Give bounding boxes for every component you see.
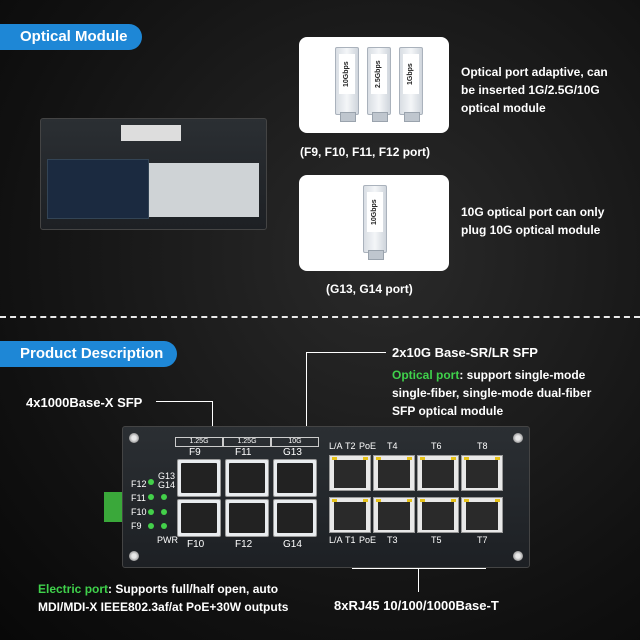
sfp-module-10g: 10Gbps — [363, 185, 387, 260]
status-led — [148, 494, 154, 500]
optical-port-text: : support single-mode — [459, 368, 586, 382]
product-description-heading: Product Description — [0, 341, 178, 367]
status-led — [148, 509, 154, 515]
sfp-module-label: 1Gbps — [403, 54, 419, 94]
sfp-module-1g: 1Gbps — [399, 47, 423, 122]
rj-label: T2 — [345, 441, 356, 451]
led-label-pwr: PWR — [157, 535, 178, 545]
optical-port-desc-line3: SFP optical module — [392, 404, 504, 418]
section-divider — [0, 316, 640, 318]
sfp-port-f11[interactable] — [225, 459, 269, 497]
led-label-f12: F12 — [131, 479, 147, 489]
led-label-f11: F11 — [131, 493, 146, 503]
electric-port-text: : Supports full/half open, auto — [108, 582, 279, 596]
optical-port-desc-line2: single-fiber, single-mode dual-fiber — [392, 386, 592, 400]
led-label-g14: G14 — [158, 480, 176, 490]
card1-desc-line2: be inserted 1G/2.5G/10G — [461, 83, 600, 97]
rj45-port-t6[interactable] — [417, 455, 459, 491]
led-label-f10: F10 — [131, 507, 147, 517]
sfp10g-title: 2x10G Base-SR/LR SFP — [392, 345, 538, 360]
electric-port-desc-line1: Electric port: Supports full/half open, … — [38, 580, 278, 598]
module-card-multi: 10Gbps 2.5Gbps 1Gbps — [299, 37, 449, 133]
rj45-port-t1[interactable] — [329, 497, 371, 533]
card1-desc-line3: optical module — [461, 101, 546, 115]
rj-label: T8 — [477, 441, 488, 451]
rj45-port-t3[interactable] — [373, 497, 415, 533]
optical-port-desc-line1: Optical port: support single-mode — [392, 366, 585, 384]
card1-desc-line1: Optical port adaptive, can — [461, 65, 608, 79]
module-card-10g: 10Gbps — [299, 175, 449, 271]
card2-desc-line1: 10G optical port can only — [461, 205, 605, 219]
rj45-port-t8[interactable] — [461, 455, 503, 491]
rj45-port-t7[interactable] — [461, 497, 503, 533]
port-label-f10: F10 — [187, 539, 205, 550]
led-label-f9: F9 — [131, 521, 142, 531]
port-label-g13: G13 — [283, 447, 302, 458]
din-rail-clip — [104, 492, 124, 522]
sfp1g-title: 4x1000Base-X SFP — [26, 395, 143, 410]
sfp-port-g13[interactable] — [273, 459, 317, 497]
port-label-g14: G14 — [283, 539, 302, 550]
sfp-port-g14[interactable] — [273, 499, 317, 537]
speed-label: 10G — [271, 437, 319, 447]
status-led — [161, 509, 167, 515]
rj-label: T5 — [431, 535, 442, 545]
rj-label: T7 — [477, 535, 488, 545]
rj-label: T4 — [387, 441, 398, 451]
sfp-port-f12[interactable] — [225, 499, 269, 537]
led-label-g13: G13 — [158, 471, 176, 481]
rj45-title: 8xRJ45 10/100/1000Base-T — [334, 598, 499, 613]
card2-caption: (G13, G14 port) — [326, 282, 413, 296]
port-label-f9: F9 — [189, 447, 201, 458]
rj45-port-t4[interactable] — [373, 455, 415, 491]
sfp-module-label: 10Gbps — [367, 192, 383, 232]
rj45-port-t2[interactable] — [329, 455, 371, 491]
sfp-module-2-5g: 2.5Gbps — [367, 47, 391, 122]
status-led — [148, 479, 154, 485]
rj45-port-t5[interactable] — [417, 497, 459, 533]
rj-label: L/A — [329, 441, 343, 451]
rj-label: T1 — [345, 535, 356, 545]
sfp-port-f10[interactable] — [177, 499, 221, 537]
rj-label: T3 — [387, 535, 398, 545]
switch-device-small — [40, 118, 267, 230]
rj-label: L/A — [329, 535, 343, 545]
speed-label: 1.25G — [175, 437, 223, 447]
rj-label: T6 — [431, 441, 442, 451]
rj-label: PoE — [359, 535, 377, 545]
status-led — [161, 523, 167, 529]
rj-label: PoE — [359, 441, 377, 451]
port-label-f12: F12 — [235, 539, 253, 550]
port-label-f11: F11 — [235, 447, 252, 458]
status-led — [148, 523, 154, 529]
optical-module-heading: Optical Module — [0, 24, 142, 50]
status-led — [161, 494, 167, 500]
card2-desc-line2: plug 10G optical module — [461, 223, 601, 237]
electric-port-desc-line2: MDI/MDI-X IEEE802.3af/at PoE+30W outputs — [38, 600, 289, 614]
sfp-module-label: 2.5Gbps — [371, 54, 387, 94]
speed-label: 1.25G — [223, 437, 271, 447]
card1-caption: (F9, F10, F11, F12 port) — [300, 145, 431, 159]
electric-port-label: Electric port — [38, 582, 109, 596]
switch-device: 1.25G 1.25G 10G F9 F11 G13 F10 F12 G14 G… — [122, 426, 530, 568]
sfp-module-10g: 10Gbps — [335, 47, 359, 122]
optical-port-label: Optical port — [392, 368, 460, 382]
sfp-module-label: 10Gbps — [339, 54, 355, 94]
sfp-port-f9[interactable] — [177, 459, 221, 497]
